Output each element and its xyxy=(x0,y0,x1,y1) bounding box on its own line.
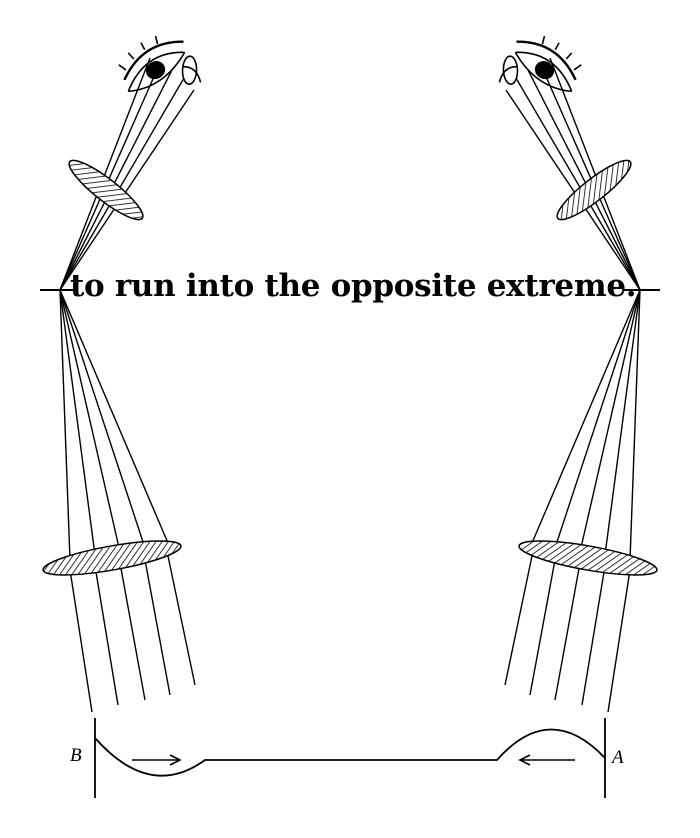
eye-icon xyxy=(498,35,582,93)
left-arrow-icon xyxy=(518,754,575,766)
left-lower-rays xyxy=(59,289,196,713)
caption-text: to run into the opposite extreme. xyxy=(70,268,637,304)
left-optical-system xyxy=(40,57,196,713)
surface-curve xyxy=(94,728,606,777)
bottom-profile xyxy=(94,718,606,798)
right-lower-rays xyxy=(504,289,641,713)
eye-icon xyxy=(118,35,202,93)
right-small-lens xyxy=(556,159,632,221)
right-arrow-icon xyxy=(132,754,182,766)
label-b: B xyxy=(70,745,82,766)
right-upper-rays xyxy=(505,57,641,291)
right-large-lens xyxy=(518,540,658,576)
left-small-lens xyxy=(68,159,144,221)
left-large-lens xyxy=(42,540,182,576)
left-upper-rays xyxy=(59,57,195,291)
label-a: A xyxy=(612,747,624,768)
right-optical-system xyxy=(504,57,660,713)
